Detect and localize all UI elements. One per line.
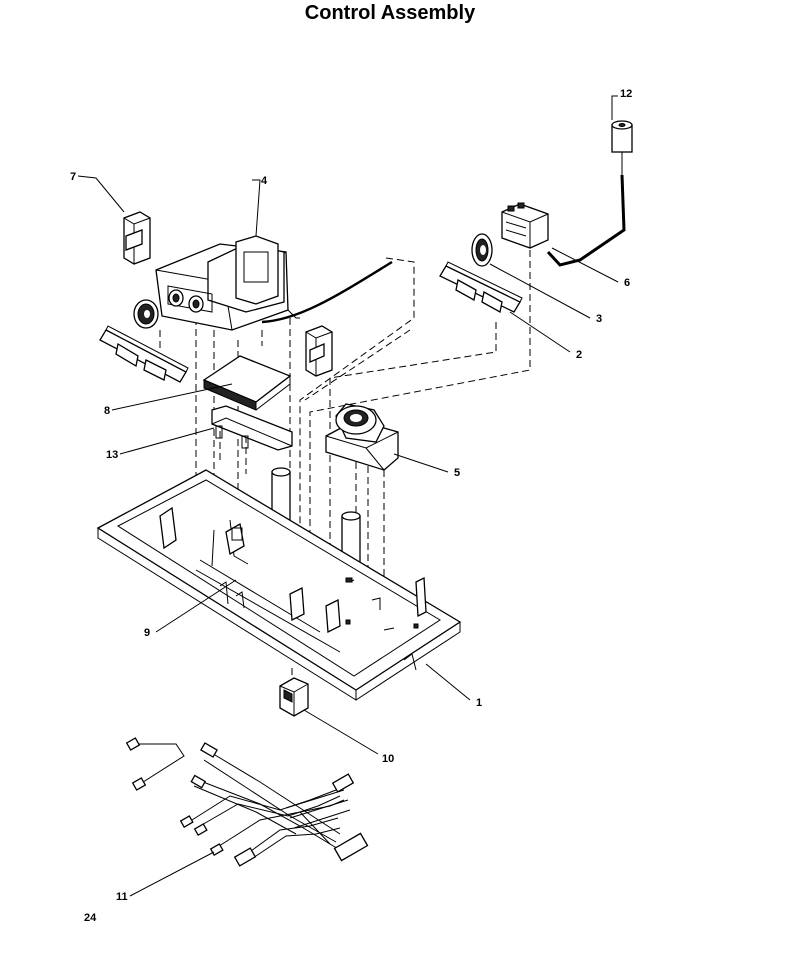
part-2-bracket-right — [439, 261, 571, 353]
page-number: 24 — [84, 912, 97, 924]
bracket-left — [99, 325, 189, 383]
callout-13: 13 — [106, 449, 118, 461]
part-8-plate — [111, 355, 292, 411]
callout-5: 5 — [454, 467, 460, 479]
knob-left — [133, 299, 159, 329]
callout-4: 4 — [261, 175, 268, 187]
callout-11: 11 — [116, 891, 128, 903]
part-11-wire-harness — [125, 737, 369, 897]
callout-3: 3 — [596, 313, 602, 325]
part-13-rail — [119, 405, 293, 455]
small-clip — [305, 325, 333, 377]
callout-1: 1 — [476, 697, 482, 709]
callout-labels: 1 2 3 4 5 6 7 8 9 10 11 12 13 — [70, 88, 632, 903]
part-9-leader — [155, 579, 237, 633]
page-title: Control Assembly — [304, 2, 476, 24]
callout-9: 9 — [144, 627, 150, 639]
part-7-clip — [77, 175, 151, 265]
callout-2: 2 — [576, 349, 582, 361]
part-4-control-housing — [155, 179, 393, 331]
part-12-cap — [611, 95, 633, 175]
callout-8: 8 — [104, 405, 110, 417]
part-6-thermostat — [501, 174, 626, 283]
part-5-motor — [325, 403, 449, 473]
part-10-switch — [279, 677, 379, 755]
callout-12: 12 — [620, 88, 632, 100]
callout-10: 10 — [382, 753, 394, 765]
part-1-base-tray — [96, 469, 471, 701]
callout-7: 7 — [70, 171, 76, 183]
part-3-knob-right — [471, 233, 591, 319]
callout-6: 6 — [624, 277, 630, 289]
